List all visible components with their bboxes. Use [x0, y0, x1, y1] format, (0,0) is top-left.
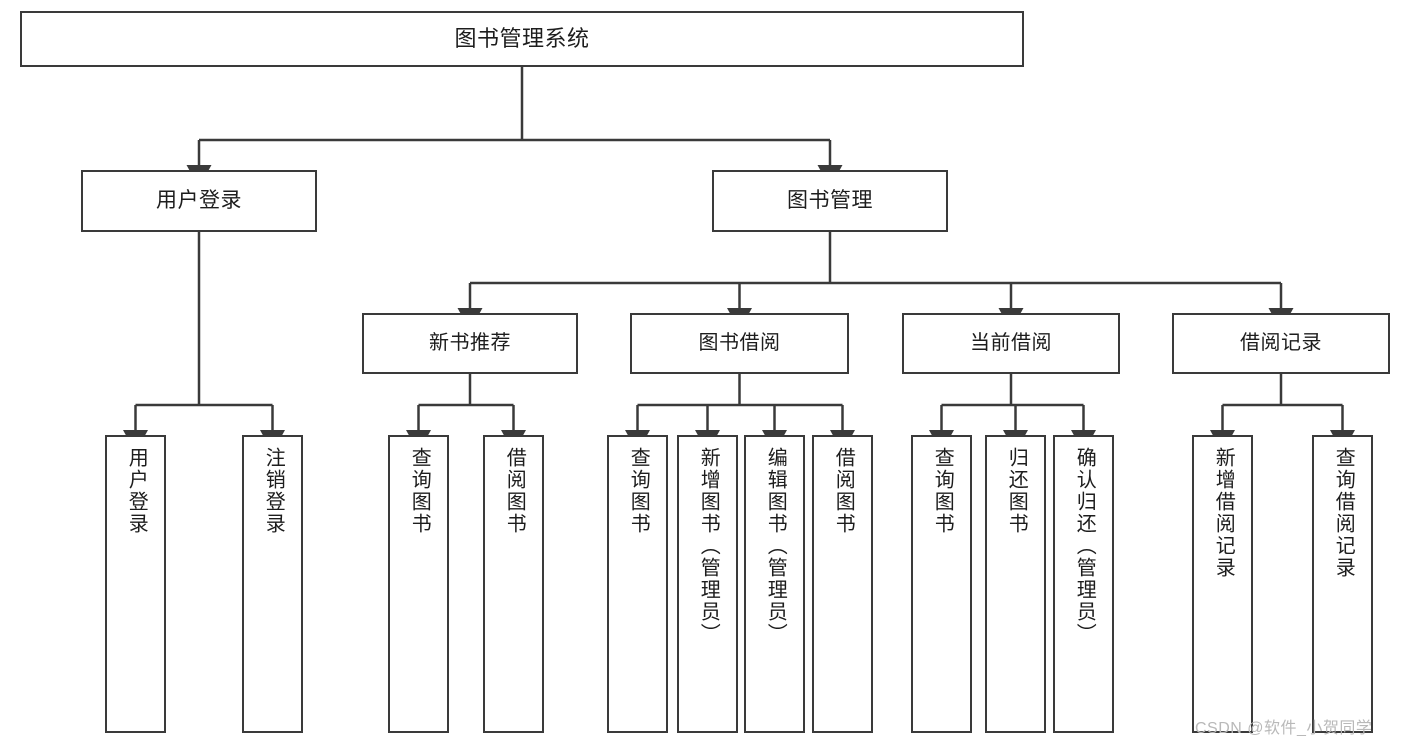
node-leaf-11[interactable]: 确认归还（管理员） [1053, 435, 1114, 733]
node-records[interactable]: 借阅记录 [1172, 313, 1390, 374]
node-label: 借阅记录 [1240, 332, 1322, 354]
node-label: 借阅图书 [503, 447, 526, 535]
node-leaf-7[interactable]: 编辑图书（管理员） [744, 435, 805, 733]
node-current[interactable]: 当前借阅 [902, 313, 1120, 374]
node-label: 确认归还（管理员） [1073, 447, 1096, 645]
node-login[interactable]: 用户登录 [81, 170, 317, 232]
node-label: 用户登录 [156, 188, 242, 212]
node-label: 注销登录 [262, 447, 285, 535]
node-leaf-3[interactable]: 查询图书 [388, 435, 449, 733]
node-label: 图书管理 [787, 188, 873, 212]
node-leaf-4[interactable]: 借阅图书 [483, 435, 544, 733]
node-leaf-12[interactable]: 新增借阅记录 [1192, 435, 1253, 733]
node-label: 查询图书 [627, 447, 650, 535]
node-root[interactable]: 图书管理系统 [20, 11, 1024, 67]
node-leaf-9[interactable]: 查询图书 [911, 435, 972, 733]
node-label: 新增图书（管理员） [697, 447, 720, 645]
node-label: 用户登录 [125, 447, 148, 535]
node-leaf-2[interactable]: 注销登录 [242, 435, 303, 733]
node-label: 图书借阅 [698, 332, 781, 354]
node-leaf-5[interactable]: 查询图书 [607, 435, 668, 733]
node-label: 归还图书 [1005, 447, 1028, 535]
node-label: 查询图书 [408, 447, 431, 535]
node-label: 图书管理系统 [454, 26, 590, 52]
node-leaf-13[interactable]: 查询借阅记录 [1312, 435, 1373, 733]
node-leaf-6[interactable]: 新增图书（管理员） [677, 435, 738, 733]
node-label: 编辑图书（管理员） [764, 447, 787, 645]
node-label: 查询图书 [931, 447, 954, 535]
node-borrow[interactable]: 图书借阅 [630, 313, 849, 374]
node-leaf-1[interactable]: 用户登录 [105, 435, 166, 733]
node-label: 新书推荐 [429, 332, 511, 354]
node-label: 查询借阅记录 [1332, 447, 1355, 579]
csdn-watermark: CSDN @软件_小贺同学 [1195, 720, 1373, 737]
node-leaf-10[interactable]: 归还图书 [985, 435, 1046, 733]
node-leaf-8[interactable]: 借阅图书 [812, 435, 873, 733]
node-label: 新增借阅记录 [1212, 447, 1235, 579]
node-newbook[interactable]: 新书推荐 [362, 313, 578, 374]
node-label: 借阅图书 [832, 447, 855, 535]
node-label: 当前借阅 [970, 332, 1052, 354]
node-bookmgmt[interactable]: 图书管理 [712, 170, 948, 232]
